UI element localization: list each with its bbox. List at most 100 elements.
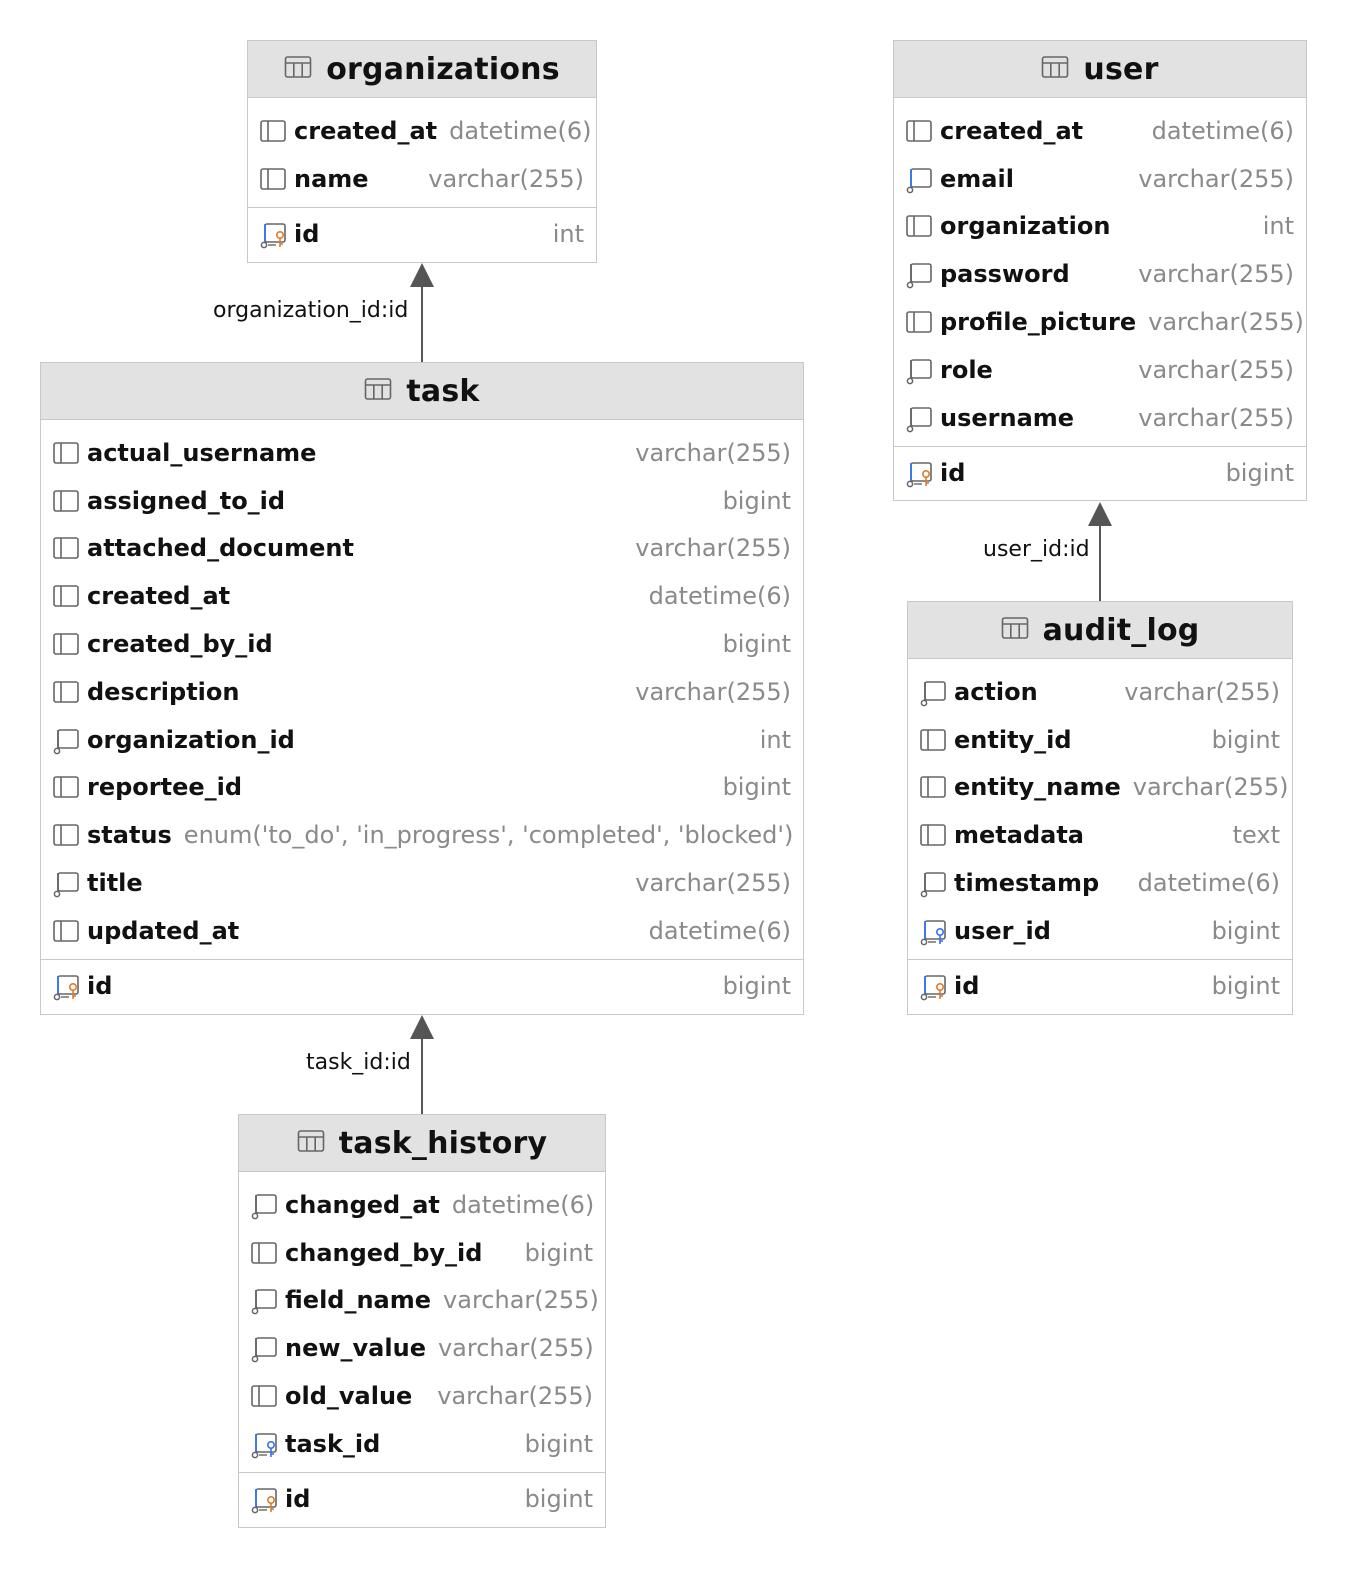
not-null-column-icon [904,355,940,385]
column-type: varchar(255) [437,1334,594,1363]
column-name: field_name [285,1286,432,1315]
relation-task_history-task[interactable] [410,1015,434,1114]
column-name: organization_id [87,725,295,754]
column-name: id [285,1484,311,1513]
column-name: id [954,971,980,1000]
not-null-column-icon [918,677,954,707]
column-type: enum('to_do', 'in_progress', 'completed'… [183,821,794,850]
column-name: id [294,219,320,248]
column-type: bigint [524,1238,593,1267]
column-name: created_at [87,582,231,611]
table-header[interactable]: audit_log [908,602,1292,659]
column-row[interactable]: description varchar(255) [41,668,803,716]
column-name: reportee_id [87,773,243,802]
column-name: profile_picture [940,308,1137,337]
not-null-column-icon [904,259,940,289]
relation-audit_log-user[interactable] [1088,502,1112,601]
column-icon [918,772,954,802]
table-name: task_history [338,1125,548,1161]
column-type: varchar(255) [635,438,791,467]
indexed-column-icon [904,164,940,194]
table-header[interactable]: organizations [248,41,596,98]
column-type: datetime(6) [648,916,791,945]
column-type: bigint [1225,458,1294,487]
column-icon [51,629,87,659]
column-name: entity_name [954,773,1121,802]
column-type: varchar(255) [437,1382,593,1411]
column-name: description [87,677,240,706]
column-type: bigint [1211,916,1280,945]
not-null-column-icon [904,403,940,433]
column-name: updated_at [87,916,240,945]
column-name: entity_id [954,725,1072,754]
column-name: timestamp [954,869,1100,898]
relation-task-organizations[interactable] [410,263,434,362]
table-name: user [1083,51,1159,87]
table-header[interactable]: task [41,363,803,420]
foreign-key-icon [249,1429,285,1459]
column-type: varchar(255) [635,677,791,706]
column-name: organization [940,212,1111,241]
column-name: status [87,821,172,850]
table-name: audit_log [1042,612,1200,648]
column-type: varchar(255) [428,164,584,193]
column-name: old_value [285,1382,413,1411]
column-type: varchar(255) [1138,260,1294,289]
column-row[interactable]: updated_at datetime(6) [41,907,803,955]
column-type: text [1232,821,1280,850]
column-name: action [954,677,1038,706]
column-type: varchar(255) [1138,355,1294,384]
relation-label: user_id:id [983,537,1090,562]
table-header[interactable]: user [894,41,1306,98]
column-row[interactable]: status enum('to_do', 'in_progress', 'comp… [41,811,803,859]
column-row[interactable]: old_value varchar(255) [239,1372,605,1420]
table-header[interactable]: task_history [239,1115,605,1172]
column-icon [258,164,294,194]
